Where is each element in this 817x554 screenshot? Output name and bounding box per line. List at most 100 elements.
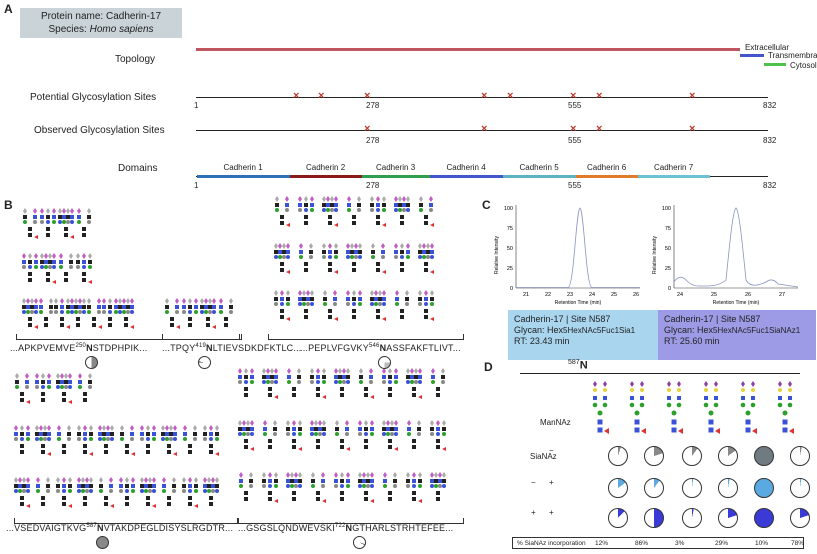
glycan-structures bbox=[14, 196, 446, 508]
incorporation-pie-r2-c4 bbox=[718, 478, 738, 498]
xtick-left-25: 25 bbox=[611, 292, 617, 298]
glycan-structure-58 bbox=[99, 477, 114, 508]
card-left-glycan: Glycan: Hex5HexNAc5Fuc1Sia1 bbox=[514, 325, 636, 335]
glycan-structure-45 bbox=[35, 425, 51, 456]
glycan-structure-82 bbox=[239, 472, 253, 501]
ytick-right-100: 100 bbox=[662, 206, 671, 212]
track-label-domains: Domains bbox=[118, 163, 158, 174]
protein-info-box: Protein name: Cadherin-17 Species: Homo … bbox=[20, 8, 182, 38]
incorporation-row: % SiaNAz incorporation 12% 86% 3% 29% 10… bbox=[512, 537, 804, 549]
glycan-structure-68 bbox=[334, 368, 350, 397]
observed-site-marker-2: × bbox=[481, 123, 488, 135]
glycan-structure-55 bbox=[36, 477, 50, 506]
glycan-structure-13 bbox=[102, 298, 118, 327]
glycan-card-right: Cadherin-17 | Site N587 Glycan: Hex5HexN… bbox=[658, 310, 816, 360]
glycan-structure-75 bbox=[286, 420, 302, 451]
glycan-structure-12 bbox=[87, 298, 102, 329]
domain-bar-3 bbox=[362, 175, 430, 178]
glycan-structure-79 bbox=[382, 420, 398, 451]
occupancy-pie-722 bbox=[353, 536, 366, 549]
glycan-structure-30 bbox=[371, 243, 386, 274]
track-label-topology: Topology bbox=[115, 54, 156, 65]
card-right-glycan: Glycan: Hex5HexNAc5Fuc1SiaNAz1 bbox=[664, 325, 801, 335]
tick-278-domains: 278 bbox=[366, 181, 380, 190]
card-right-rt: RT: 25.60 min bbox=[664, 336, 720, 346]
glycan-structure-9 bbox=[39, 298, 53, 327]
glycan-structure-33 bbox=[274, 290, 290, 321]
glycan-structure-10 bbox=[54, 298, 70, 329]
xtick-left-24: 24 bbox=[589, 292, 595, 298]
sianaz-label: SiaNAz bbox=[530, 452, 557, 461]
glycan-structure-8 bbox=[22, 298, 38, 329]
glycan-structure-4 bbox=[22, 253, 38, 282]
incorporation-pie-r1-c6 bbox=[790, 446, 810, 466]
glycan-structure-38 bbox=[395, 290, 409, 319]
row2-sianaz: + bbox=[549, 478, 554, 487]
observed-sites-line bbox=[196, 130, 768, 131]
glycan-structure-18 bbox=[219, 298, 233, 327]
y-axis-label-right: Relative Intensity bbox=[652, 235, 658, 274]
bracket-419 bbox=[162, 334, 240, 340]
ytick-left-0: 0 bbox=[510, 286, 513, 292]
glycan-structure-3 bbox=[77, 208, 91, 237]
glycan-structure-24 bbox=[394, 196, 410, 225]
incorporation-pie-r3-c4 bbox=[718, 508, 738, 528]
glycan-structure-50 bbox=[140, 425, 156, 454]
card-left-rt: RT: 23.43 min bbox=[514, 336, 570, 346]
glycan-structure-36 bbox=[346, 290, 362, 319]
glycan-structure-14 bbox=[118, 298, 134, 329]
track-label-potential: Potential Glycosylation Sites bbox=[30, 92, 157, 103]
glycan-structure-34 bbox=[298, 290, 314, 319]
glycan-structure-86 bbox=[334, 472, 350, 501]
legend-transmembrane: Transmembrane bbox=[768, 51, 817, 60]
panel-d-site-label: 587N bbox=[568, 359, 588, 372]
domain-bar-2 bbox=[290, 175, 362, 178]
incorporation-pie-r2-c2 bbox=[644, 478, 664, 498]
xtick-right-25: 25 bbox=[711, 292, 717, 298]
observed-site-marker-3: × bbox=[570, 123, 577, 135]
glycan-structure-80 bbox=[407, 420, 421, 449]
glycan-structure-66 bbox=[287, 368, 301, 397]
glycan-structure-6 bbox=[59, 253, 73, 282]
glycan-structure-72 bbox=[431, 368, 445, 397]
potential-site-marker-6: × bbox=[570, 90, 577, 102]
glycan-structure-31 bbox=[394, 243, 410, 272]
glycan-structure-74 bbox=[263, 420, 277, 449]
manaz-label: ManNAz bbox=[540, 418, 571, 427]
sequence-722: ...GSGSLQNDWEVSKI722NGTHARLSTRHTEFEE... bbox=[238, 523, 454, 533]
domain-label-5: Cadherin 5 bbox=[519, 163, 559, 172]
potential-site-marker-2: × bbox=[318, 90, 325, 102]
potential-site-marker-3: × bbox=[364, 90, 371, 102]
card-right-site: Cadherin-17 | Site N587 bbox=[664, 314, 761, 324]
bracket-546 bbox=[268, 334, 464, 340]
glycan-structure-81 bbox=[430, 420, 446, 451]
xtick-right-26: 26 bbox=[745, 292, 751, 298]
glycan-card-left: Cadherin-17 | Site N587 Glycan: Hex5HexN… bbox=[508, 310, 660, 360]
incorporation-pie-r1-c1 bbox=[608, 446, 628, 466]
glycan-structure-89 bbox=[406, 472, 422, 503]
chromatogram-left: Relative Intensity 0 25 50 75 100 21 22 … bbox=[494, 205, 640, 306]
glycan-structure-65 bbox=[262, 368, 278, 399]
xtick-right-24: 24 bbox=[677, 292, 683, 298]
tick-1: 1 bbox=[194, 101, 199, 110]
cytosolic-bar bbox=[764, 63, 786, 66]
sequence-587: ...VSEDVAIGTKVG587NVTAKDPEGLDISYSLRGDTR.… bbox=[6, 523, 234, 533]
glycan-structure-23 bbox=[370, 196, 386, 227]
glycan-structure-19 bbox=[275, 196, 290, 227]
panel-label-b: B bbox=[4, 198, 13, 212]
glycan-structure-5 bbox=[40, 253, 56, 284]
glycan-structure-17 bbox=[200, 298, 216, 329]
observed-site-marker-4: × bbox=[596, 123, 603, 135]
tick-555-observed: 555 bbox=[568, 136, 582, 145]
incorp-5: 10% bbox=[755, 540, 769, 547]
transmembrane-bar bbox=[740, 54, 764, 57]
glycan-structure-11 bbox=[70, 298, 86, 327]
glycan-structure-51 bbox=[161, 425, 177, 456]
glycan-structure-47 bbox=[77, 425, 93, 456]
row3-manaz: + bbox=[531, 508, 536, 517]
xtick-left-23: 23 bbox=[567, 292, 573, 298]
glycan-structure-41 bbox=[35, 373, 51, 402]
potential-site-marker-7: × bbox=[596, 90, 603, 102]
glycan-structure-35 bbox=[323, 290, 338, 321]
glycan-structure-69 bbox=[359, 368, 374, 399]
